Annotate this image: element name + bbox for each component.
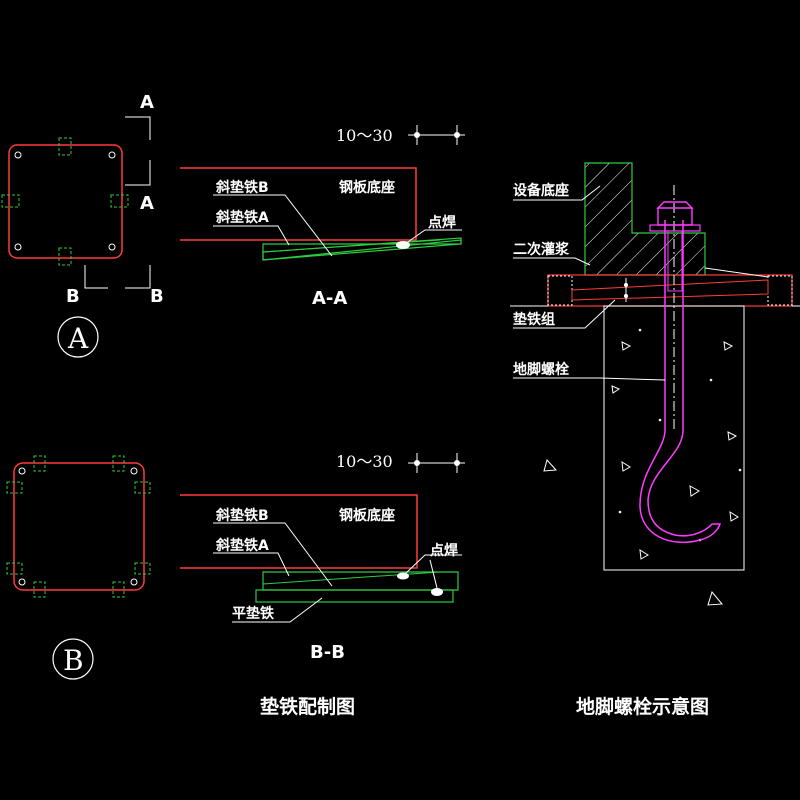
label-spot-weld-bb: 点焊 (430, 542, 458, 559)
base-plate-outline-a (8, 144, 123, 259)
anchor-bolt-detail: 设备底座 二次灌浆 垫铁组 地脚螺栓 (510, 162, 800, 606)
label-anchor-bolt: 地脚螺栓 (513, 361, 569, 378)
shim-marks-a (1, 137, 129, 266)
section-title-bb: B-B (310, 642, 345, 663)
spot-weld-bb-1 (397, 572, 409, 580)
shim-group-dimension (623, 278, 629, 302)
section-a-a: 10～30 斜垫铁B 钢板底座 斜垫铁A 点焊 A-A (180, 125, 465, 309)
title-shim-drawing: 垫铁配制图 (260, 695, 355, 718)
title-anchor-bolt-drawing: 地脚螺栓示意图 (576, 695, 709, 718)
steel-base-plate-aa (180, 167, 417, 241)
concrete-foundation (603, 305, 745, 571)
view-circle-label-a: A (67, 322, 89, 355)
bolt-washer (649, 224, 701, 232)
grout-slope (704, 267, 769, 278)
label-shim-a-bb: 斜垫铁A (215, 537, 269, 554)
equipment-base (584, 162, 706, 276)
dimension-text-aa: 10～30 (336, 126, 393, 145)
section-b-b: 10～30 斜垫铁B 钢板底座 斜垫铁A 点焊 平垫铁 B-B (180, 452, 465, 663)
cut-label-a-bottom: A (140, 193, 154, 214)
label-steel-base-bb: 钢板底座 (339, 507, 395, 524)
base-plate-outline-b (13, 462, 145, 591)
shim-marks-b (6, 455, 151, 598)
label-shim-b-bb: 斜垫铁B (215, 507, 269, 524)
leaders-bb (213, 522, 462, 623)
view-circle-b (52, 638, 94, 680)
view-circle-label-b: B (63, 644, 84, 677)
view-circle-a (57, 316, 99, 358)
label-flat-shim-bb: 平垫铁 (232, 605, 274, 622)
label-shim-group: 垫铁组 (513, 311, 555, 328)
label-steel-base-aa: 钢板底座 (339, 179, 395, 196)
label-shim-a-aa: 斜垫铁A (215, 209, 269, 226)
concrete-aggregate (543, 328, 742, 606)
section-title-aa: A-A (312, 288, 347, 309)
flat-shim-bb (255, 589, 454, 603)
grout-right-block (767, 275, 793, 306)
section-cut-lines (84, 116, 151, 289)
label-equipment-base: 设备底座 (513, 182, 569, 199)
anchor-holes-b (18, 467, 138, 586)
shim-group (571, 279, 769, 301)
shim-contact-line-aa (262, 239, 441, 253)
taper-shim-b-aa (262, 237, 462, 261)
dimension-line-aa (408, 125, 465, 145)
label-spot-weld-aa: 点焊 (428, 214, 456, 231)
cut-label-b-left: B (66, 286, 80, 307)
cut-label-b-right: B (150, 286, 164, 307)
anchor-bolt-body (639, 220, 722, 544)
dimension-line-bb (408, 453, 465, 473)
anchor-holes-a (14, 151, 116, 251)
taper-shim-a-bb (262, 571, 459, 591)
steel-base-plate-bb (180, 494, 418, 569)
label-shim-b-aa: 斜垫铁B (215, 179, 269, 196)
cut-label-a-top: A (140, 92, 154, 113)
shim-taper-line-bb (262, 571, 441, 585)
leaders-aa (213, 194, 462, 257)
plan-view-b: B (6, 455, 151, 680)
dimension-text-bb: 10～30 (336, 452, 393, 471)
bolt-sleeve (667, 230, 683, 292)
leaders-bolt (513, 185, 666, 381)
plan-view-a: A A B B A (1, 92, 164, 358)
label-secondary-grout: 二次灌浆 (513, 241, 570, 258)
spot-weld-bb-2 (431, 588, 443, 596)
bolt-nut (656, 201, 694, 226)
grout-left-block (547, 275, 573, 306)
